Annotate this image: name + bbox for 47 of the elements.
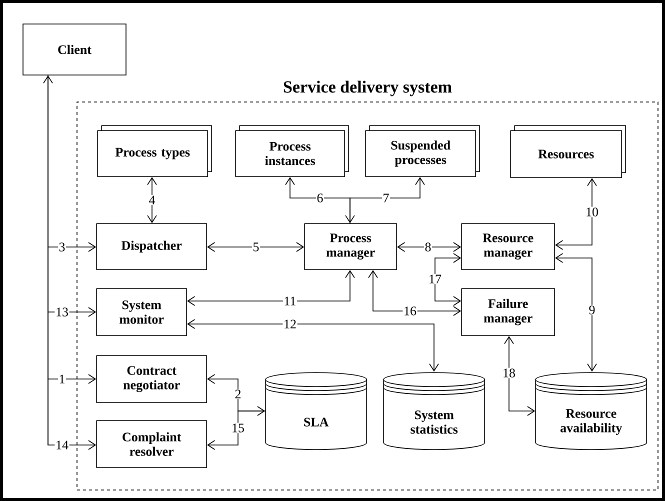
edge-label: 15 (230, 422, 246, 434)
store-box: Process types (97, 125, 212, 177)
edge-label: 7 (382, 192, 390, 204)
edge-label: 6 (316, 192, 324, 204)
arrow (397, 242, 462, 252)
edge-label: 12 (282, 318, 298, 330)
arrow (207, 410, 266, 450)
arrow (350, 177, 425, 224)
database-cylinder: Resource availability (535, 372, 647, 450)
edge-label: 9 (588, 304, 596, 316)
arrow (147, 177, 157, 224)
process-box: Complaint resolver (96, 420, 207, 468)
edge-label: 13 (54, 306, 70, 318)
process-box: System monitor (96, 288, 187, 336)
edge-label: 11 (282, 296, 298, 306)
edge-label: 17 (428, 274, 442, 284)
process-box: Process manager (304, 223, 397, 270)
process-box: Failure manager (461, 288, 555, 336)
arrow (368, 270, 462, 316)
database-cylinder: System statistics (383, 372, 485, 450)
process-box: Contract negotiator (96, 355, 207, 403)
arrow (187, 319, 439, 372)
edge-label: 10 (584, 206, 600, 218)
process-box: Dispatcher (96, 223, 207, 270)
edge-label: 8 (424, 242, 432, 252)
process-box: Resource manager (461, 223, 555, 270)
arrow (555, 178, 597, 250)
store-box: Resources (510, 125, 626, 178)
arrow (504, 336, 536, 416)
edge-label: 16 (402, 306, 418, 316)
edge-label: 3 (58, 242, 66, 252)
edge-label: 14 (54, 440, 70, 450)
store-box: Process instances (235, 125, 349, 177)
node-label: Service delivery system (284, 80, 452, 96)
store-box: Suspended processes (365, 125, 480, 177)
edge-label: 2 (234, 388, 242, 400)
edge-label: 18 (502, 368, 516, 378)
arrow (187, 270, 355, 306)
arrow (207, 242, 304, 252)
edge-label: 4 (148, 194, 156, 206)
edge-label: 1 (58, 374, 66, 384)
process-box: Client (22, 24, 126, 76)
arrow (555, 253, 597, 372)
arrow (48, 75, 96, 450)
edge-label: 5 (252, 242, 260, 252)
arrow (434, 253, 462, 306)
database-cylinder: SLA (265, 372, 367, 450)
